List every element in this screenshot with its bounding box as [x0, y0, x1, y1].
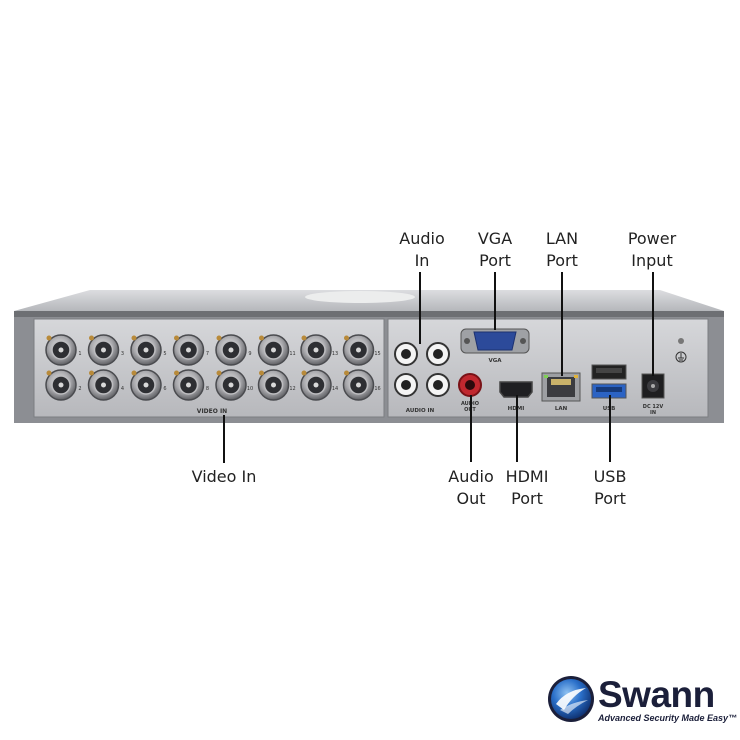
swann-wordmark: Swann: [598, 674, 715, 715]
panel-io-section: [387, 318, 709, 418]
bnc-number-label: 11: [289, 351, 295, 357]
bnc-connector: 6: [130, 369, 167, 401]
callout-audio-out: Audio Out: [448, 467, 494, 508]
bnc-number-label: 7: [206, 351, 209, 357]
bnc-number-label: 10: [247, 386, 253, 392]
bnc-connector: 12: [257, 369, 296, 401]
bnc-number-label: 4: [121, 386, 124, 392]
bnc-connector: 4: [87, 369, 124, 401]
power-jack: [641, 373, 665, 399]
bnc-connector: 8: [172, 369, 209, 401]
dc-panel-label-1: DC 12V: [643, 404, 664, 410]
bnc-number-label: 16: [374, 386, 380, 392]
bnc-number-label: 13: [332, 351, 338, 357]
swann-globe-icon: [548, 676, 594, 722]
callout-power-input: Power Input: [627, 229, 677, 270]
bnc-connector: 2: [45, 369, 82, 401]
leader-audio-out: [470, 395, 472, 462]
panel-video-section: [33, 318, 385, 418]
leader-video-in: [223, 415, 225, 463]
bnc-connector: 15: [342, 334, 381, 366]
audio-out-jack: [458, 373, 482, 397]
lan-port: [541, 372, 581, 402]
bnc-number-label: 6: [163, 386, 166, 392]
bnc-connector: 14: [300, 369, 338, 401]
bnc-number-label: 12: [289, 386, 295, 392]
vga-panel-label: VGA: [488, 358, 502, 364]
top-vent: [305, 291, 415, 303]
usb-ports: [591, 364, 627, 399]
bnc-connector: 11: [257, 334, 296, 366]
callout-hdmi-port: HDMI Port: [505, 467, 549, 508]
bnc-connector: 9: [215, 334, 252, 366]
swann-logo: Swann Advanced Security Made Easy™: [546, 672, 737, 728]
bnc-number-label: 9: [248, 351, 251, 357]
bnc-connector: 5: [130, 334, 167, 366]
callout-usb-port: USB Port: [593, 467, 627, 508]
audio-in-jacks: [394, 342, 450, 397]
bnc-connector: 16: [342, 369, 381, 401]
bnc-number-label: 2: [78, 386, 81, 392]
leader-lan: [561, 272, 563, 376]
bnc-number-label: 3: [121, 351, 124, 357]
bnc-connector: 1: [45, 334, 82, 366]
leader-vga: [494, 272, 496, 330]
callout-audio-in: Audio In: [399, 229, 445, 270]
bnc-number-label: 1: [78, 351, 81, 357]
callout-vga-port: VGA Port: [477, 229, 513, 270]
bnc-number-label: 14: [332, 386, 338, 392]
leader-usb: [609, 395, 611, 462]
callout-video-in: Video In: [191, 467, 257, 486]
dc-panel-label-2: IN: [650, 410, 656, 416]
ground-screw-icon: [675, 338, 687, 363]
bnc-connector: 3: [87, 334, 124, 366]
swann-tagline: Advanced Security Made Easy™: [598, 713, 738, 723]
hdmi-port: [499, 381, 533, 398]
callout-lan-port: LAN Port: [545, 229, 579, 270]
leader-hdmi: [516, 395, 518, 462]
leader-audio-in: [419, 272, 421, 344]
bnc-number-label: 5: [163, 351, 166, 357]
bnc-connector: 10: [215, 369, 253, 401]
audio-in-panel-label: AUDIO IN: [406, 408, 435, 414]
lan-panel-label: LAN: [555, 406, 568, 412]
video-in-panel-label: VIDEO IN: [197, 408, 227, 415]
bnc-connector: 7: [172, 334, 209, 366]
bnc-number-label: 15: [374, 351, 380, 357]
bnc-connector: 13: [300, 334, 338, 366]
bnc-number-label: 8: [206, 386, 209, 392]
vga-port: [460, 328, 530, 354]
leader-power: [652, 272, 654, 376]
